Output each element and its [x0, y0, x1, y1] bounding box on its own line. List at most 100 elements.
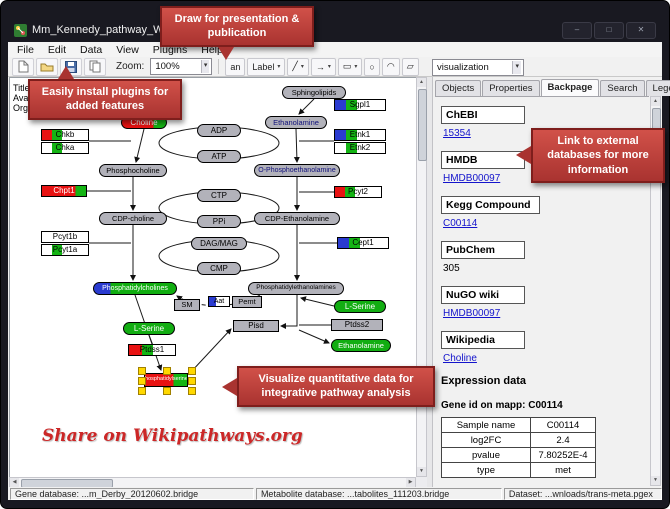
- canvas-vertical-scrollbar[interactable]: [416, 77, 427, 477]
- pathway-node-sgpl1[interactable]: Sgpl1: [334, 99, 386, 111]
- datanode-tool-button[interactable]: an: [225, 57, 246, 76]
- open-file-button[interactable]: [36, 57, 58, 76]
- window-controls: – □ ✕: [562, 22, 656, 39]
- pathway-node-ptdss2[interactable]: Ptdss2: [331, 319, 383, 331]
- tab-objects[interactable]: Objects: [435, 80, 482, 96]
- pathway-node-phosphatidylcholines[interactable]: Phosphatidylcholines: [93, 282, 177, 295]
- pubchem-header: PubChem: [441, 241, 525, 259]
- selection-handle[interactable]: [138, 377, 146, 385]
- pathway-node-chka[interactable]: Chka: [41, 142, 89, 154]
- vertical-scroll-thumb[interactable]: [418, 89, 427, 161]
- tab-properties[interactable]: Properties: [482, 80, 540, 96]
- line-tool-button[interactable]: ╱: [287, 57, 309, 76]
- selection-handle[interactable]: [188, 377, 196, 385]
- menu-edit[interactable]: Edit: [47, 43, 67, 56]
- scroll-down-icon[interactable]: [651, 476, 660, 485]
- copy-button[interactable]: [84, 57, 106, 76]
- wikipedia-link[interactable]: Choline: [443, 353, 477, 364]
- pathway-node-ptdss1[interactable]: Ptdss1: [128, 344, 176, 356]
- pathway-node-phosphatidylserines[interactable]: Phosphatidylserines: [144, 373, 188, 387]
- pathway-node-sphingolipids[interactable]: Sphingolipids: [282, 86, 346, 99]
- callout-arrow-up-icon: [58, 66, 74, 79]
- menu-data[interactable]: Data: [80, 43, 103, 56]
- pathway-node-l-serine-right[interactable]: L-Serine: [334, 300, 386, 313]
- pathway-node-ethanolamine-bottom[interactable]: Ethanolamine: [331, 339, 391, 352]
- pathway-node-cdp-ethanolamine[interactable]: CDP-Ethanolamine: [254, 212, 340, 225]
- selection-handle[interactable]: [188, 387, 196, 395]
- selection-handle[interactable]: [138, 367, 146, 375]
- pathway-node-pcyt1b[interactable]: Pcyt1b: [41, 231, 89, 243]
- scroll-right-icon[interactable]: [406, 478, 415, 487]
- tab-search[interactable]: Search: [600, 80, 645, 96]
- chebi-link[interactable]: 15354: [443, 128, 471, 139]
- maximize-button[interactable]: □: [594, 22, 624, 39]
- status-metabolite-database: Metabolite database: ...tabolites_111203…: [255, 487, 502, 500]
- scroll-up-icon[interactable]: [651, 97, 660, 106]
- label-tool-button[interactable]: Label: [247, 57, 286, 76]
- selection-handle[interactable]: [188, 367, 196, 375]
- pathway-node-phosphatidylethanolamines[interactable]: Phosphatidylethanolamines: [248, 282, 344, 295]
- selection-handle[interactable]: [138, 387, 146, 395]
- tab-backpage[interactable]: Backpage: [540, 79, 600, 96]
- pathway-node-etnk1[interactable]: Etnk1: [334, 129, 386, 141]
- pathway-node-ctp[interactable]: CTP: [197, 189, 241, 202]
- menu-view[interactable]: View: [116, 43, 139, 56]
- sidebar-tabs: Objects Properties Backpage Search Legen…: [435, 79, 670, 96]
- pathway-node-dag-mag[interactable]: DAG/MAG: [191, 237, 247, 250]
- pathway-node-cdp-choline[interactable]: CDP-choline: [99, 212, 167, 225]
- selection-handle[interactable]: [163, 367, 171, 375]
- pathway-node-cmp[interactable]: CMP: [197, 262, 241, 275]
- menu-file[interactable]: File: [17, 43, 34, 56]
- hmdb-link[interactable]: HMDB00097: [443, 173, 501, 184]
- minimize-button[interactable]: –: [562, 22, 592, 39]
- visualization-combobox[interactable]: visualization: [432, 59, 524, 76]
- zoom-combobox[interactable]: 100%: [150, 58, 213, 75]
- scroll-left-icon[interactable]: [10, 478, 19, 487]
- pathway-node-ppi[interactable]: PPi: [197, 215, 241, 228]
- wikipedia-header: Wikipedia: [441, 331, 525, 349]
- pathway-node-cept1[interactable]: Cept1: [337, 237, 389, 249]
- scroll-up-icon[interactable]: [417, 78, 426, 87]
- pathway-canvas[interactable]: Title: Avail Organ: [9, 77, 427, 488]
- pathway-node-ethanolamine-top[interactable]: Ethanolamine: [265, 116, 327, 129]
- pathway-node-etnk2[interactable]: Etnk2: [334, 142, 386, 154]
- new-file-button[interactable]: [12, 57, 34, 76]
- pathway-node-chkb[interactable]: Chkb: [41, 129, 89, 141]
- db-section-wikipedia: Wikipedia Choline: [441, 330, 643, 364]
- pathway-node-aat[interactable]: Aat: [208, 296, 230, 307]
- info-title-label: Title:: [13, 83, 33, 93]
- scroll-down-icon[interactable]: [417, 467, 426, 476]
- arrow-tool-button[interactable]: →: [310, 57, 336, 76]
- pathway-node-l-serine-left[interactable]: L-Serine: [123, 322, 175, 335]
- pathway-node-pcyt2[interactable]: Pcyt2: [334, 186, 382, 198]
- db-section-kegg: Kegg Compound C00114: [441, 195, 643, 229]
- ellipse-tool-button[interactable]: ○: [364, 57, 380, 76]
- shape-tool-button[interactable]: ▱: [401, 57, 419, 76]
- pathway-node-sm[interactable]: SM: [174, 299, 200, 311]
- pathway-node-phosphocholine[interactable]: Phosphocholine: [99, 164, 167, 177]
- rectangle-tool-button[interactable]: ▭: [337, 57, 363, 76]
- pathway-node-pisd[interactable]: Pisd: [233, 320, 279, 332]
- kegg-link[interactable]: C00114: [443, 218, 478, 229]
- status-gene-database: Gene database: ...m_Derby_20120602.bridg…: [10, 487, 254, 500]
- callout-visualize-text: Visualize quantitative data for integrat…: [258, 373, 414, 400]
- db-section-pubchem: PubChem 305: [441, 240, 643, 274]
- pathway-node-adp[interactable]: ADP: [197, 124, 241, 137]
- arc-tool-button[interactable]: ◠: [381, 57, 400, 76]
- tab-legend[interactable]: Legend: [645, 80, 670, 96]
- pathway-node-pcyt1a[interactable]: Pcyt1a: [41, 244, 89, 256]
- pathway-node-atp[interactable]: ATP: [197, 150, 241, 163]
- panel-splitter[interactable]: [427, 77, 432, 488]
- pathway-node-chpt1[interactable]: Chpt1: [41, 185, 87, 197]
- toolbar-separator: [218, 59, 220, 74]
- toolbar: Zoom: 100% an Label ╱ → ▭ ○ ◠ ▱ visualiz…: [8, 57, 662, 77]
- selection-handle[interactable]: [163, 387, 171, 395]
- pathway-node-pemt[interactable]: Pemt: [232, 296, 262, 308]
- pathway-node-o-phosphoethanolamine[interactable]: O-Phosphoethanolamine: [254, 164, 340, 177]
- nugo-link[interactable]: HMDB00097: [443, 308, 501, 319]
- close-button[interactable]: ✕: [626, 22, 656, 39]
- client-area: File Edit Data View Plugins Help Zoom: 1…: [8, 42, 670, 500]
- scrollbar-corner: [416, 477, 427, 488]
- callout-arrow-left-icon: [222, 378, 237, 396]
